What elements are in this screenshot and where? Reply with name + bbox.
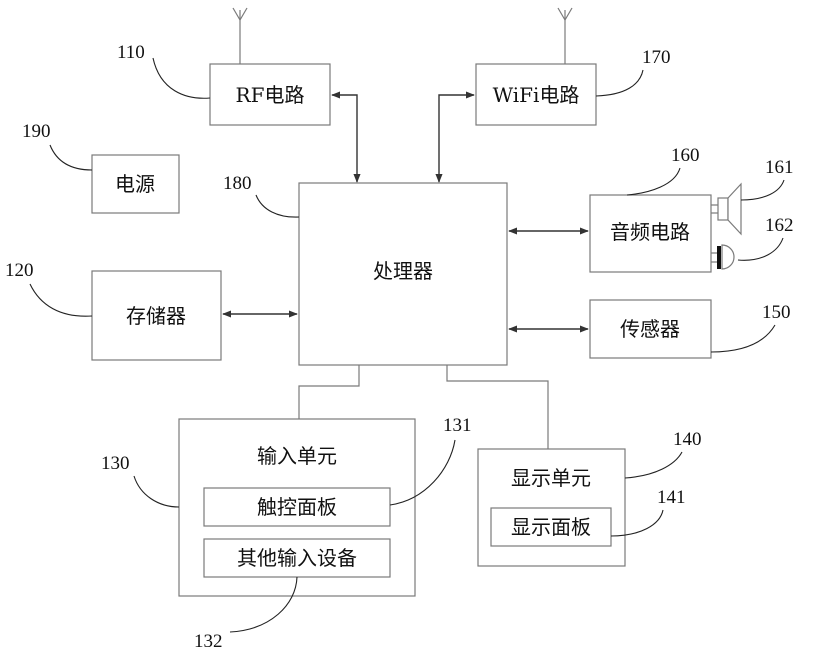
rf-circuit-label: RF电路 [236, 83, 305, 107]
power-block: 190 电源 [92, 155, 179, 213]
power-ref-number: 190 [22, 121, 51, 142]
processor-leader-line [256, 195, 299, 217]
display-unit-label: 显示单元 [511, 466, 591, 490]
input-leader-line [134, 476, 179, 507]
rf-antenna-icon [233, 8, 247, 64]
speaker-leader-line [741, 180, 784, 200]
audio-leader-line [627, 168, 680, 195]
processor-display-connector [447, 365, 548, 449]
microphone-icon [711, 245, 734, 269]
sensor-label: 传感器 [620, 317, 680, 341]
microphone-leader-line [738, 238, 783, 260]
display-unit-block: 显示单元 显示面板 [478, 449, 625, 566]
touch-panel-ref-number: 131 [443, 415, 472, 436]
rf-leader-line [153, 58, 210, 98]
input-unit-block: 输入单元 触控面板 其他输入设备 [179, 419, 415, 596]
power-label-text: 电源 [115, 172, 155, 196]
input-unit-label: 输入单元 [257, 444, 337, 468]
processor-ref-number: 180 [223, 173, 252, 194]
display-panel-ref-number: 141 [657, 487, 686, 508]
sensor-leader-line [711, 325, 775, 352]
wifi-antenna-icon [558, 8, 572, 64]
rf-processor-arrow [332, 95, 357, 182]
wifi-circuit-label: WiFi电路 [493, 83, 580, 107]
touch-panel-label: 触控面板 [257, 495, 337, 519]
memory-block: 存储器 [92, 271, 221, 360]
sensor-block: 传感器 [590, 300, 711, 358]
wifi-circuit-block: WiFi电路 [476, 64, 596, 125]
audio-ref-number: 160 [671, 145, 700, 166]
audio-circuit-label: 音频电路 [610, 220, 690, 244]
microphone-ref-number: 162 [765, 215, 794, 236]
memory-label: 存储器 [126, 304, 186, 328]
audio-circuit-block: 音频电路 [590, 195, 711, 272]
wifi-leader-line [596, 70, 643, 96]
rf-circuit-block: RF电路 [210, 64, 330, 125]
power-leader-line [50, 145, 92, 170]
processor-block: 处理器 [299, 183, 507, 365]
other-input-ref-number: 132 [194, 631, 223, 652]
memory-leader-line [30, 284, 92, 316]
speaker-icon [711, 184, 741, 234]
rf-ref-number: 110 [117, 42, 145, 63]
memory-ref-number: 120 [5, 260, 34, 281]
other-input-label: 其他输入设备 [237, 546, 357, 570]
wifi-ref-number: 170 [642, 47, 671, 68]
processor-label: 处理器 [373, 259, 433, 283]
processor-input-connector [299, 365, 359, 419]
input-ref-number: 130 [101, 453, 130, 474]
wifi-processor-arrow [439, 95, 474, 182]
display-panel-label: 显示面板 [511, 515, 591, 539]
speaker-ref-number: 161 [765, 157, 794, 178]
display-leader-line [625, 452, 682, 478]
sensor-ref-number: 150 [762, 302, 791, 323]
display-ref-number: 140 [673, 429, 702, 450]
